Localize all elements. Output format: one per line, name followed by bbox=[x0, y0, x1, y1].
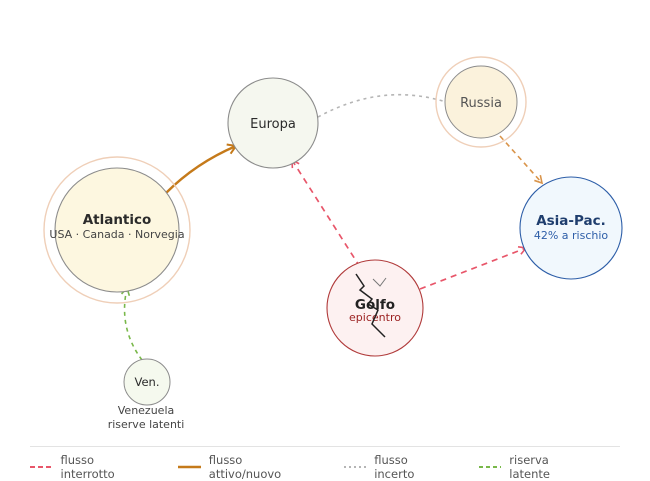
node-russia-label: Russia bbox=[460, 96, 502, 111]
node-atlantico[interactable]: Atlantico USA · Canada · Norvegia bbox=[43, 156, 191, 304]
dashed-line-icon bbox=[478, 466, 502, 468]
node-atlantico-sub: USA · Canada · Norvegia bbox=[49, 228, 184, 241]
node-atlantico-label: Atlantico bbox=[83, 212, 152, 228]
legend-label-active: flusso attivo/nuovo bbox=[208, 453, 282, 481]
edge-atlantico-europa-active bbox=[165, 143, 238, 194]
node-russia[interactable]: Russia bbox=[435, 56, 527, 148]
node-asiapac-sub: 42% a rischio bbox=[534, 229, 609, 242]
venezuela-caption-line2: riserve latenti bbox=[108, 418, 185, 431]
edge-golfo-europa-interrupted bbox=[291, 158, 361, 268]
venezuela-caption-line1: Venezuela bbox=[118, 404, 175, 417]
fracture-icon bbox=[355, 273, 386, 338]
legend-label-uncertain: flusso incerto bbox=[374, 453, 415, 481]
node-asiapac-label: Asia-Pac. bbox=[536, 213, 606, 229]
edge-europa-russia-uncertain bbox=[317, 93, 447, 118]
node-europa[interactable]: Europa bbox=[227, 77, 319, 169]
legend-item-uncertain: flusso incerto bbox=[343, 453, 447, 481]
solid-line-icon bbox=[178, 465, 201, 469]
dashed-line-icon bbox=[30, 466, 53, 468]
legend: flusso interrotto flusso attivo/nuovo fl… bbox=[30, 446, 620, 481]
node-europa-label: Europa bbox=[250, 117, 296, 132]
dotted-line-icon bbox=[343, 466, 367, 468]
node-venezuela[interactable]: Ven. bbox=[123, 358, 171, 406]
legend-label-latent: riserva latente bbox=[509, 453, 550, 481]
edge-russia-asiapac bbox=[499, 135, 544, 185]
crack-mark-icon bbox=[372, 277, 387, 287]
legend-item-latent: riserva latente bbox=[478, 453, 588, 481]
legend-item-interrupted: flusso interrotto bbox=[30, 453, 146, 481]
node-golfo[interactable]: Golfo epicentro bbox=[326, 259, 424, 357]
node-asiapac[interactable]: Asia-Pac. 42% a rischio bbox=[519, 176, 623, 280]
legend-label-interrupted: flusso interrotto bbox=[60, 453, 115, 481]
node-venezuela-label: Ven. bbox=[135, 375, 160, 389]
legend-item-active: flusso attivo/nuovo bbox=[178, 453, 311, 481]
node-golfo-label: Golfo bbox=[355, 297, 395, 313]
edge-golfo-asiapac-interrupted bbox=[419, 246, 528, 290]
